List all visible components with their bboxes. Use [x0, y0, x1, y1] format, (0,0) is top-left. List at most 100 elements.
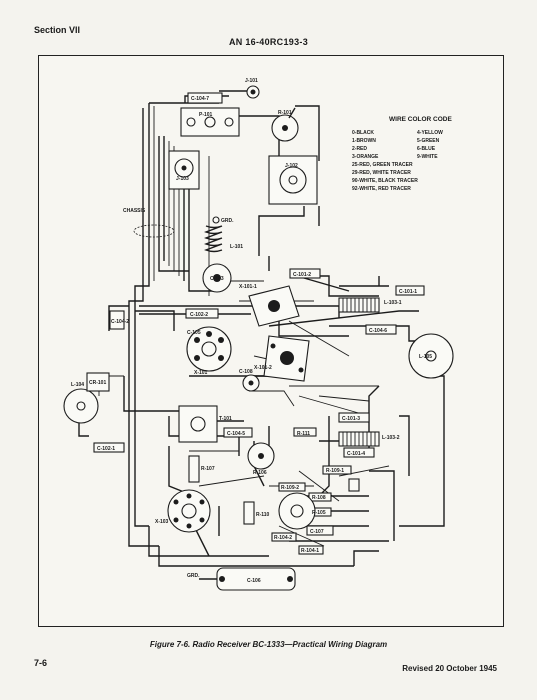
label-r101: R-101 — [278, 110, 292, 116]
component-labels: J-101 C-104-7 P-101 R-101 J-103 J-102 CH… — [71, 78, 432, 584]
label-c102-1: C-102-1 — [97, 446, 115, 452]
label-c101-1: C-101-1 — [399, 289, 417, 295]
label-grd-bottom: GRD. — [187, 573, 200, 579]
capacitor-c101-4 — [343, 447, 375, 458]
terminal-block — [348, 478, 360, 492]
label-t101: T-101 — [219, 416, 232, 422]
label-chassis: CHASSIS — [123, 208, 146, 214]
label-l101: L-101 — [230, 244, 243, 250]
label-j103: J-103 — [176, 176, 189, 182]
legend-item: 3-ORANGE — [352, 154, 379, 160]
figure-caption: Figure 7-6. Radio Receiver BC-1333—Pract… — [149, 640, 388, 649]
chassis-ground-ellipse — [133, 224, 175, 238]
legend-item: 0-BLACK — [352, 130, 374, 136]
tube-socket-x102 — [278, 492, 316, 530]
page-number: 7-6 — [34, 658, 48, 668]
label-c101-3: C-101-3 — [342, 416, 360, 422]
wire-color-code-legend: WIRE COLOR CODE 0-BLACK 1-BROWN 2-RED 3-… — [352, 116, 452, 192]
revision-date: Revised 20 October 1945 — [402, 664, 497, 673]
label-c104-7: C-104-7 — [191, 96, 209, 102]
resistor-r104-1 — [298, 545, 324, 555]
legend-item: 2-RED — [352, 146, 367, 152]
resistor-r109-1 — [322, 465, 352, 475]
jack-j102 — [268, 155, 318, 205]
label-c106: C-106 — [247, 578, 261, 584]
label-r105: R-105 — [312, 510, 326, 516]
trimmer-c103 — [202, 263, 232, 293]
label-p101: P-101 — [199, 112, 213, 118]
label-j102: J-102 — [285, 163, 298, 169]
potentiometer-r106 — [247, 442, 275, 470]
label-c108: C-108 — [239, 369, 253, 375]
label-l103-2: L-103-2 — [382, 435, 400, 441]
label-c101-4: C-101-4 — [347, 451, 365, 457]
legend-item: 5-GREEN — [417, 138, 440, 144]
legend-item: 29-RED, WHITE TRACER — [352, 170, 411, 176]
label-x101-1: X-101-1 — [239, 284, 257, 290]
capacitor-c102-1 — [93, 442, 125, 453]
capacitor-c101-3 — [338, 412, 370, 423]
label-cr101: CR-101 — [89, 380, 106, 386]
label-l103-1: L-103-1 — [384, 300, 402, 306]
resistor-r111 — [293, 427, 317, 437]
legend-item: 90-WHITE, BLACK TRACER — [352, 178, 418, 184]
legend-item: 9-WHITE — [417, 154, 438, 160]
resistor-r107 — [188, 455, 200, 483]
manual-number: AN 16-40RC193-3 — [228, 37, 309, 47]
gang-capacitor-x101-2 — [263, 335, 310, 382]
coil-l103-2 — [338, 431, 380, 447]
jack-j103 — [168, 150, 200, 190]
label-r106: R-106 — [253, 470, 267, 476]
label-l105: L-105 — [419, 354, 432, 360]
label-r109-2: R-109-2 — [281, 485, 299, 491]
wiring-diagram: WIRE COLOR CODE 0-BLACK 1-BROWN 2-RED 3-… — [38, 55, 504, 627]
label-r107: R-107 — [201, 466, 215, 472]
legend-item: 25-RED, GREEN TRACER — [352, 162, 413, 168]
resistor-r110 — [243, 501, 255, 525]
label-c101-2: C-101-2 — [293, 272, 311, 278]
legend-item: 1-BROWN — [352, 138, 376, 144]
capacitor-c108 — [242, 374, 260, 392]
legend-item: 4-YELLOW — [417, 130, 443, 136]
wiring-diagram-svg: WIRE COLOR CODE 0-BLACK 1-BROWN 2-RED 3-… — [63, 78, 454, 591]
label-c104-6: C-104-6 — [369, 328, 387, 334]
legend-item: 92-WHITE, RED TRACER — [352, 186, 411, 192]
label-r111: R-111 — [297, 431, 310, 437]
crystal-cr101 — [86, 372, 110, 392]
tube-socket-x103 — [167, 489, 211, 533]
label-r104-1: R-104-1 — [301, 548, 319, 554]
label-c107: C-107 — [310, 529, 324, 535]
capacitor-c107 — [306, 525, 334, 536]
resistor-r109-2 — [278, 482, 306, 492]
jack-j101 — [246, 85, 260, 99]
label-c104-2: C-104-2 — [111, 319, 129, 325]
coil-l101 — [204, 216, 223, 253]
legend-item: 6-BLUE — [417, 146, 436, 152]
label-r108: R-108 — [312, 495, 326, 501]
label-r109-1: R-109-1 — [326, 468, 344, 474]
coil-l104 — [63, 388, 99, 424]
label-x103: X-103 — [155, 519, 169, 525]
capacitor-c104-7 — [187, 92, 223, 104]
resistor-r104-2 — [271, 532, 297, 542]
label-r104-2: R-104-2 — [274, 535, 292, 541]
gang-capacitor-x101-1 — [248, 285, 300, 327]
coil-l105 — [408, 333, 454, 379]
label-c102-2: C-102-2 — [190, 312, 208, 318]
tube-socket-x101 — [186, 326, 232, 372]
capacitor-c101-1 — [395, 285, 425, 296]
capacitor-c102-2 — [185, 308, 219, 319]
potentiometer-r101 — [271, 107, 299, 142]
legend-title: WIRE COLOR CODE — [389, 116, 452, 123]
plug-p101 — [180, 107, 240, 137]
capacitor-c104-2 — [109, 310, 125, 330]
label-c105: C-105 — [187, 330, 201, 336]
capacitor-c101-2 — [289, 268, 321, 279]
label-x101-2: X-101-2 — [254, 365, 272, 371]
label-x101: X-101 — [194, 370, 208, 376]
transformer-t101 — [178, 405, 218, 443]
label-l104: L-104 — [71, 382, 84, 388]
label-r110: R-110 — [256, 512, 270, 518]
label-j101: J-101 — [245, 78, 258, 84]
label-c103: C-103 — [210, 276, 224, 282]
